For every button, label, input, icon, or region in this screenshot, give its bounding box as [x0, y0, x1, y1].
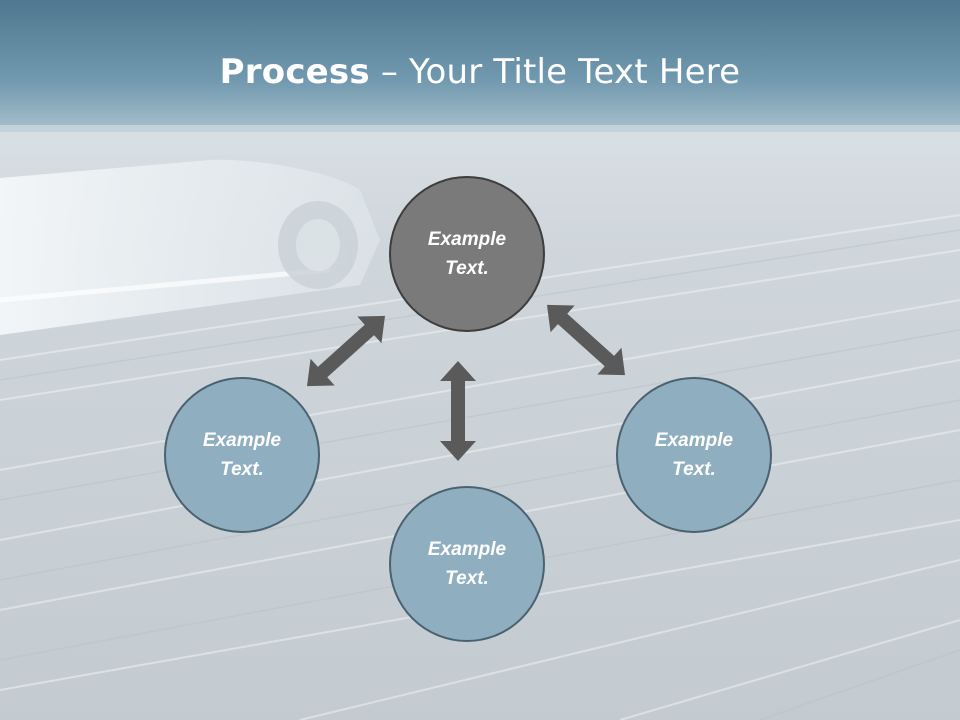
title-dash: –	[369, 52, 410, 92]
arrow-top-bottom	[440, 361, 476, 461]
node-right-line1: Example	[654, 430, 734, 451]
node-left-line1: Example	[202, 430, 282, 451]
title-bold: Process	[219, 52, 370, 92]
node-left: Example Text.	[164, 377, 320, 533]
node-top-line1: Example	[427, 229, 507, 250]
title-rest: Your Title Text Here	[409, 52, 741, 92]
page-title: Process – Your Title Text Here	[0, 52, 960, 92]
node-center-top: Example Text.	[389, 176, 545, 332]
arrow-top-left	[294, 302, 398, 400]
node-left-line2: Text.	[220, 459, 264, 480]
node-bottom: Example Text.	[389, 486, 545, 642]
node-bottom-line1: Example	[427, 539, 507, 560]
arrow-top-right	[534, 291, 638, 389]
node-bottom-line2: Text.	[445, 568, 489, 589]
node-right-line2: Text.	[672, 459, 716, 480]
node-right: Example Text.	[616, 377, 772, 533]
node-top-line2: Text.	[445, 258, 489, 279]
